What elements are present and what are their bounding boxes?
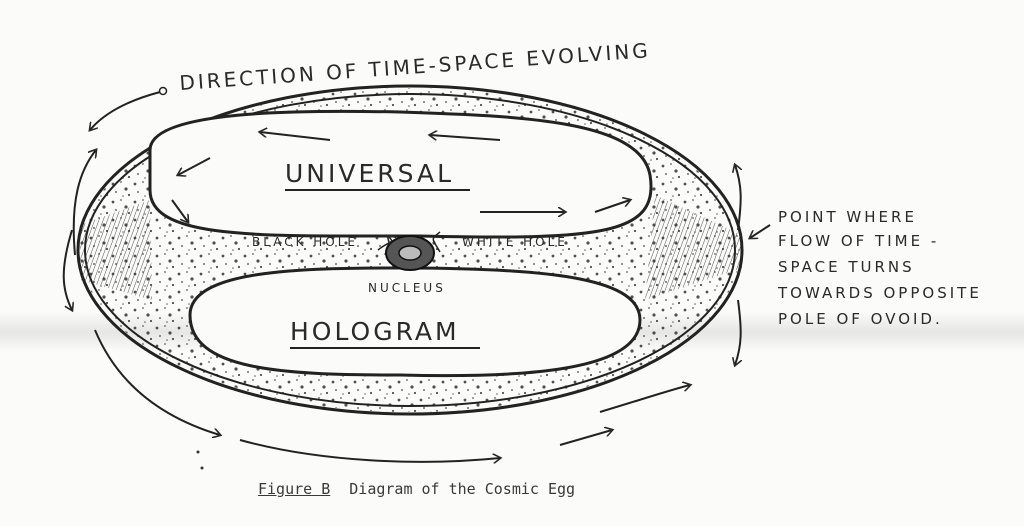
left-pole-hatching [80,200,152,300]
universal-loop [148,109,653,239]
point-line: POLE OF OVOID. [778,310,943,328]
point-line: TOWARDS OPPOSITE [777,284,982,302]
figure-title: Diagram of the Cosmic Egg [349,480,576,498]
universal-label: UNIVERSAL [285,159,454,188]
right-pole-hatching [645,195,742,300]
top-flow-arrow [90,91,161,130]
point-line: SPACE TURNS [778,258,915,276]
white-hole-label: WHITE HOLE [462,235,568,249]
point-line: FLOW OF TIME - [778,232,939,250]
nucleus-label: NUCLEUS [368,281,446,295]
cosmic-egg-diagram: DIRECTION OF TIME-SPACE EVOLVING UNIVERS… [62,38,982,470]
figure-label: Figure B [258,480,331,498]
point-line: POINT WHERE [778,208,917,226]
figure-caption: Figure B Diagram of the Cosmic Egg [258,480,575,498]
hologram-label: HOLOGRAM [290,317,460,346]
black-hole-label: BLACK HOLE [252,235,358,249]
point-where-annotation: POINT WHERE FLOW OF TIME - SPACE TURNS T… [777,208,982,328]
